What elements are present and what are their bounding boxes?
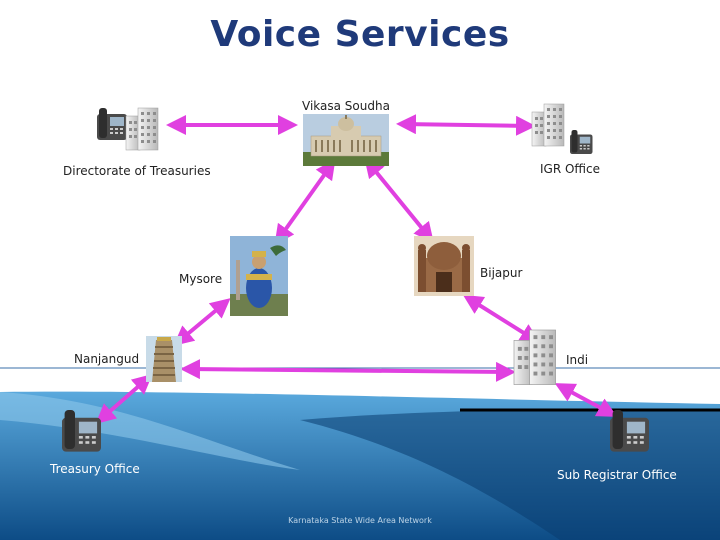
node-label-mysore: Mysore (179, 272, 223, 286)
office-building-icon (531, 103, 565, 147)
node-label-indi: Indi (566, 353, 589, 367)
gol-gumbaz-image (414, 236, 474, 296)
node-label-sub-registrar: Sub Registrar Office (557, 468, 677, 482)
link-vikasa-igr (396, 114, 536, 136)
node-label-treasury-office: Treasury Office (50, 462, 140, 476)
office-building-icon (125, 107, 159, 151)
vidhana-soudha-image (303, 114, 389, 166)
node-label-nanjangud: Nanjangud (74, 352, 140, 366)
node-label-vikasa-soudha: Vikasa Soudha (302, 99, 390, 113)
node-label-bijapur: Bijapur (480, 266, 523, 280)
link-bijapur-indi (462, 294, 541, 344)
link-vikasa-mysore (274, 159, 336, 245)
ip-phone-icon (570, 130, 593, 154)
ip-phone-icon (97, 108, 127, 140)
link-indi-subregistrar (554, 383, 618, 417)
footer-caption: Karnataka State Wide Area Network (288, 516, 432, 525)
link-vikasa-bijapur (364, 157, 434, 243)
link-mysore-nanjangud (173, 298, 231, 346)
link-nanjangud-indi (180, 359, 516, 382)
office-building-icon (513, 329, 557, 386)
link-nanjangud-treasury (95, 374, 153, 424)
temple-gopura-image (146, 336, 182, 382)
page-title: Voice Services (210, 14, 510, 55)
background-band-light (0, 392, 300, 470)
node-label-igr-office: IGR Office (540, 162, 601, 176)
node-label-directorate: Directorate of Treasuries (63, 164, 211, 178)
deity-statue-image (230, 236, 288, 316)
